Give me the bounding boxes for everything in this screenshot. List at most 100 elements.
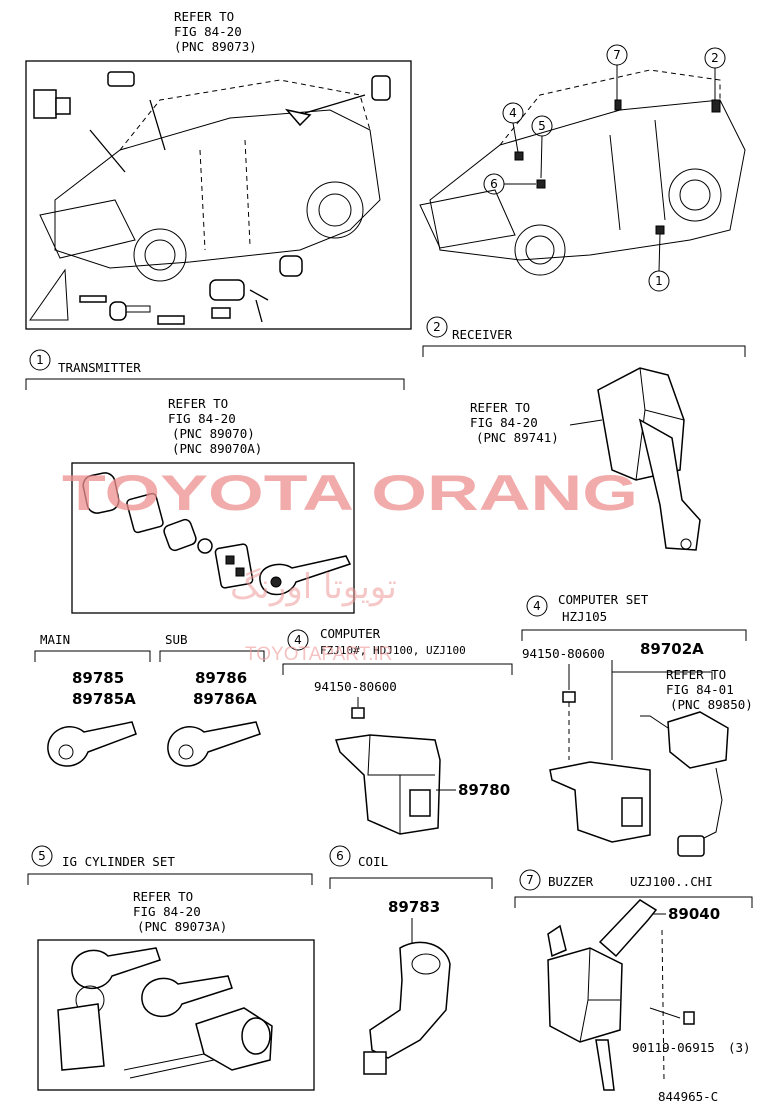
figure-code: 844965-C	[658, 1089, 718, 1104]
transmitter-ref3: (PNC 89070)	[172, 426, 255, 441]
connector-icon	[677, 835, 705, 857]
ig-ref1: REFER TO	[133, 889, 193, 904]
main-key-section: MAIN 89785 89785A	[34, 632, 151, 767]
buzzer-body	[547, 947, 623, 1043]
ig-key1-icon	[71, 947, 161, 990]
buzzer-model: UZJ100..CHI	[630, 874, 713, 889]
buzzer-bracket	[598, 899, 658, 958]
key-tag-icon	[57, 1003, 105, 1071]
transmitter-ref4: (PNC 89070A)	[172, 441, 262, 456]
circuit-board-icon	[214, 543, 254, 589]
key-blank-icon	[79, 295, 107, 303]
buzzer-section: 7 BUZZER UZJ100..CHI 89040 90119-06915 (…	[514, 869, 753, 1091]
svg-text:5: 5	[538, 119, 546, 133]
ref-line3: (PNC 89073)	[174, 39, 257, 54]
receiver-bracket	[422, 345, 746, 357]
buzzer-screw: 90119-06915	[632, 1040, 715, 1055]
coil-title: COIL	[358, 854, 388, 869]
transmitter-ref2: FIG 84-20	[168, 411, 236, 426]
computer-set-title: COMPUTER SET	[558, 592, 649, 607]
cylinder-icon	[209, 279, 245, 301]
computer-fzj-models: FZJ10#, HDJ100, UZJ100	[320, 644, 466, 657]
transmitter-title: TRANSMITTER	[58, 360, 141, 375]
main-pn1: 89785	[72, 669, 124, 687]
seal-icon	[163, 518, 197, 552]
receiver-section: 2 RECEIVER REFER TO FIG 84-20 (PNC 89741…	[422, 316, 746, 551]
callout-6: 6	[483, 173, 536, 195]
coil-num: 6	[336, 849, 344, 863]
triangle-part	[29, 268, 69, 321]
computer-fzj-bolt: 94150-80600	[314, 679, 397, 694]
computer-set-ref2: FIG 84-01	[666, 682, 734, 697]
ig-ref3: (PNC 89073A)	[137, 919, 227, 934]
vehicle-grille	[39, 199, 136, 259]
main-key-icon	[47, 721, 137, 767]
computer-set-num: 4	[533, 599, 541, 613]
transmitter-frame	[71, 462, 355, 614]
computer-fzj-title: COMPUTER	[320, 626, 381, 641]
svg-text:6: 6	[490, 177, 498, 191]
sub-pn1: 89786	[195, 669, 247, 687]
callout-4: 4	[502, 102, 524, 153]
transmitter-section: 1 TRANSMITTER REFER TO FIG 84-20 (PNC 89…	[25, 349, 405, 614]
ignition-icon	[279, 255, 303, 277]
svg-text:7: 7	[613, 48, 621, 62]
callout-1: 1	[648, 233, 670, 292]
computer-fzj-section: 4 COMPUTER FZJ10#, HDJ100, UZJ100 94150-…	[282, 626, 513, 835]
front-wheel	[133, 228, 187, 282]
ig-num: 5	[38, 849, 46, 863]
ig-ref2: FIG 84-20	[133, 904, 201, 919]
receiver-title: RECEIVER	[452, 327, 513, 342]
vehicle-overview-right: 7 2 4 5 6 1	[419, 44, 746, 292]
vehicle-roof	[119, 79, 371, 151]
computer-set-bolt: 94150-80600	[522, 646, 605, 661]
receiver-num: 2	[433, 320, 441, 334]
coil-pn: 89783	[388, 898, 440, 916]
coil-body	[369, 941, 451, 1059]
rubber-pad-icon	[126, 492, 164, 534]
svg-text:1: 1	[655, 274, 663, 288]
rear-wheel	[306, 181, 364, 239]
computer-set-section: 4 COMPUTER SET HZJ105 94150-80600 89702A…	[521, 592, 753, 857]
relay-icon	[667, 711, 729, 769]
remote-key-icon	[259, 555, 352, 596]
main-title: MAIN	[40, 632, 70, 647]
leader-lines	[89, 94, 366, 173]
watermark: TOYOTA ORANG تویوتا اورنگ TOYOTAPART.IR	[62, 465, 638, 665]
transmitter-bracket	[25, 378, 405, 390]
computer-set-ref3: (PNC 89850)	[670, 697, 753, 712]
computer-fzj-body	[335, 734, 441, 835]
door-lock-icon	[371, 75, 391, 101]
ref-line2: FIG 84-20	[174, 24, 242, 39]
receiver-icon	[33, 89, 57, 119]
sub-key-section: SUB 89786 89786A	[159, 632, 265, 767]
sub-title: SUB	[165, 632, 188, 647]
ref-line1: REFER TO	[174, 9, 234, 24]
computer-fzj-pn: 89780	[458, 781, 510, 799]
computer-set-ref1: REFER TO	[666, 667, 726, 682]
vehicle-body	[54, 109, 381, 269]
ig-cylinder-section: 5 IG CYLINDER SET REFER TO FIG 84-20 (PN…	[27, 845, 315, 1091]
coil-section: 6 COIL 89783	[329, 845, 493, 1075]
buzzer-pn: 89040	[668, 905, 720, 923]
key-icon	[109, 301, 127, 321]
callout-7: 7	[606, 44, 628, 100]
vehicle2-body	[429, 99, 746, 261]
computer-set-model: HZJ105	[562, 609, 607, 624]
callout-5: 5	[531, 115, 553, 179]
svg-text:4: 4	[509, 106, 517, 120]
ig-frame	[37, 939, 315, 1091]
buzzer-mount	[595, 1039, 615, 1091]
ig-key2-icon	[141, 975, 233, 1018]
ig-title: IG CYLINDER SET	[62, 854, 175, 869]
computer-fzj-num: 4	[294, 633, 302, 647]
receiver-ref1: REFER TO	[470, 400, 530, 415]
buzzer-title: BUZZER	[548, 874, 594, 889]
buzzer-screw-qty: (3)	[728, 1040, 751, 1055]
computer-set-pn: 89702A	[640, 640, 704, 658]
sub-key-icon	[167, 721, 261, 767]
svg-text:2: 2	[711, 51, 719, 65]
vehicle-overview-left: REFER TO FIG 84-20 (PNC 89073)	[25, 9, 412, 330]
callout-2: 2	[704, 47, 726, 100]
